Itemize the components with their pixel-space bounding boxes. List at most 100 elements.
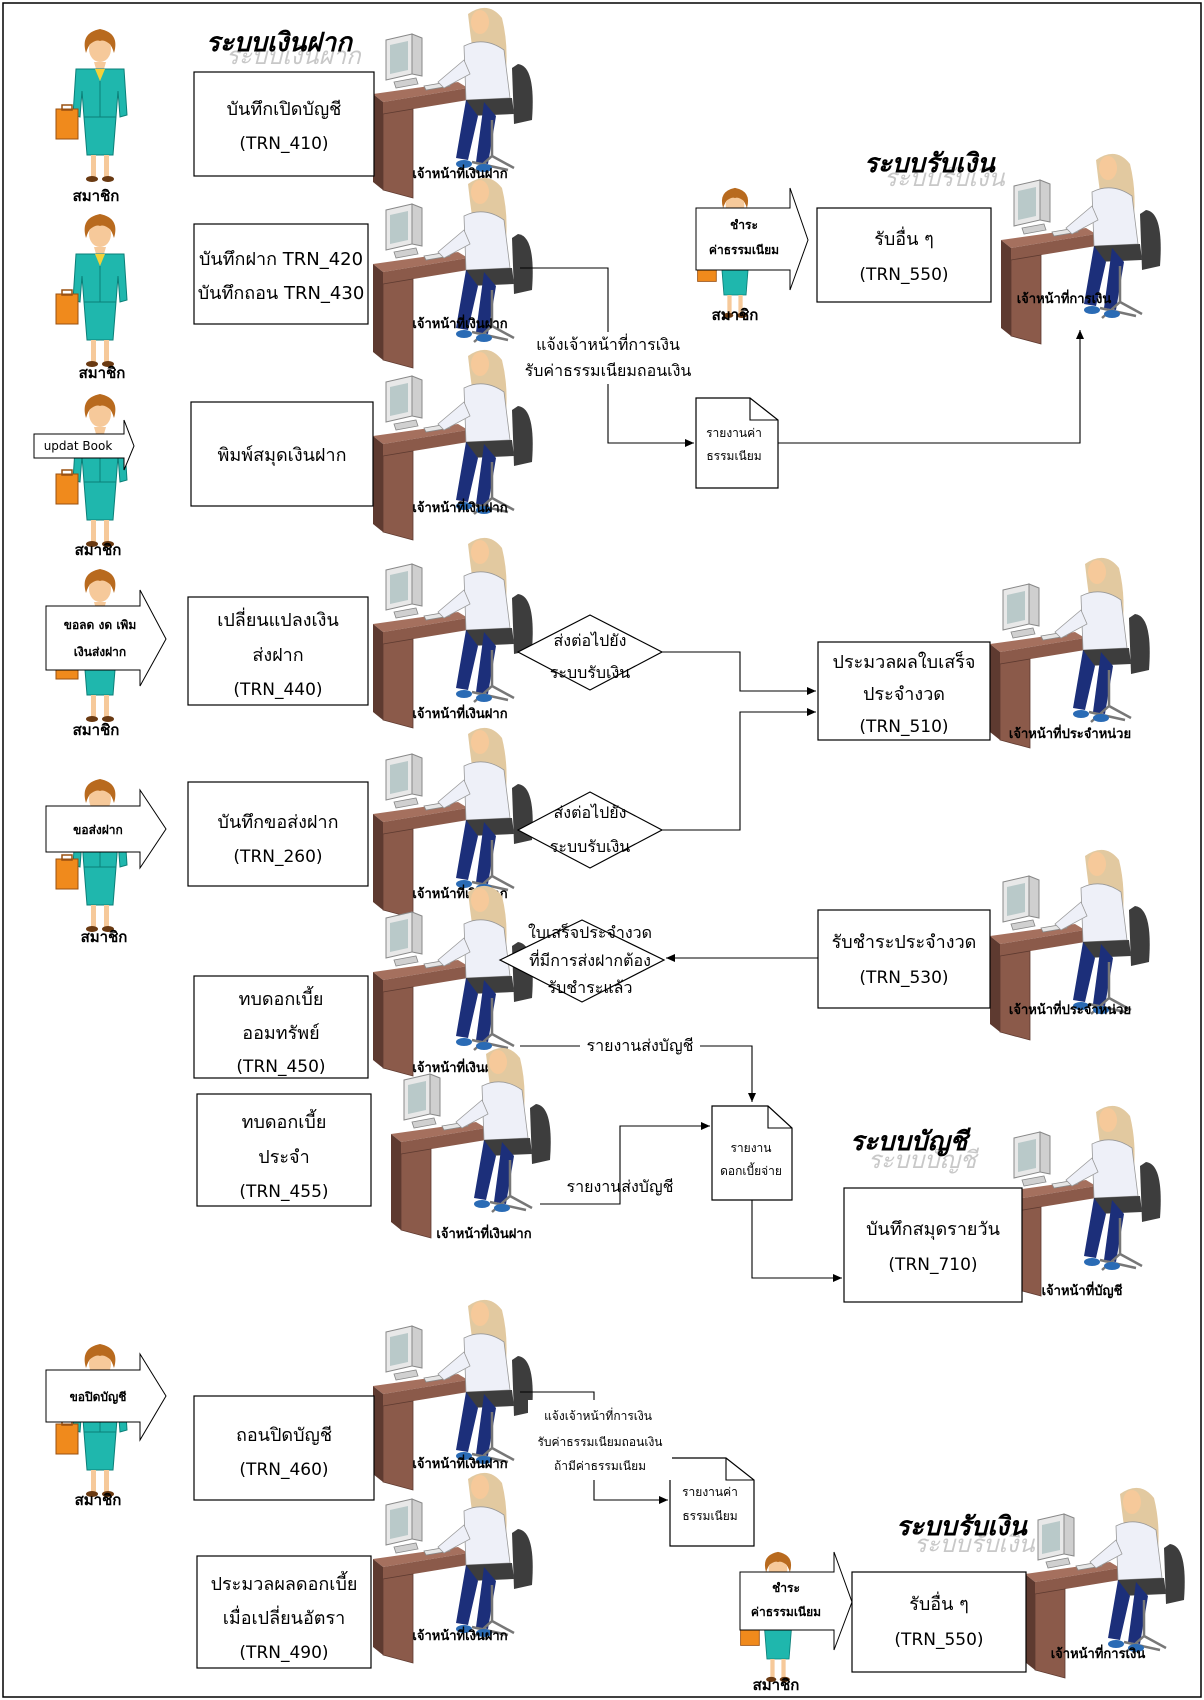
member-label-5: สมาชิก: [81, 928, 128, 946]
finance-officer-label-2: เจ้าหน้าที่การเงิน: [1051, 1644, 1146, 1662]
member-label-8: สมาชิก: [753, 1676, 800, 1694]
title-receive-system-1: ระบบรับเงิน: [864, 149, 996, 179]
member-label-3: สมาชิก: [75, 541, 122, 559]
svg-text:รับค่าธรรมเนียมถอนเงิน: รับค่าธรรมเนียมถอนเงิน: [537, 1435, 662, 1449]
svg-text:(TRN_550): (TRN_550): [894, 1630, 983, 1650]
member-figure-5: [55, 778, 128, 933]
svg-text:(TRN_530): (TRN_530): [859, 968, 948, 988]
svg-text:ถอนปิดบัญชี: ถอนปิดบัญชี: [236, 1425, 332, 1446]
pay-fee-arrow-1: ชำระ ค่าธรรมเนียม: [695, 187, 809, 291]
svg-text:updat Book: updat Book: [44, 439, 113, 453]
officer-label-1: เจ้าหน้าที่เงินฝาก: [412, 164, 507, 182]
svg-text:รายงานค่า: รายงานค่า: [706, 426, 762, 440]
svg-text:เปลี่ยนแปลงเงิน: เปลี่ยนแปลงเงิน: [217, 607, 339, 631]
svg-text:(TRN_550): (TRN_550): [859, 265, 948, 285]
connector-report-accounting-2: รายงานส่งบัญชี: [540, 1122, 710, 1205]
box-monthly-receipt: ประมวลผลใบเสร็จ ประจำงวด (TRN_510): [817, 641, 991, 741]
connector-fee-notify: แจ้งเจ้าหน้าที่การเงิน รับค่าธรรมเนียมถอ…: [520, 267, 696, 447]
connector-report-accounting-1: รายงานส่งบัญชี: [520, 1034, 756, 1102]
change-deposit-arrow: ขอลด งด เพิม เงินส่งฝาก: [45, 589, 167, 687]
unit-officer-label-2: เจ้าหน้าที่ประจำหน่วย: [1009, 1000, 1131, 1018]
officer-label-6: เจ้าหน้าที่เงินฝาก: [412, 1058, 507, 1076]
svg-text:ทบดอกเบี้ย: ทบดอกเบี้ย: [242, 1109, 327, 1133]
diamond-forward-2: ส่งต่อไปยัง ระบบรับเงิน: [516, 791, 664, 869]
box-close-account: ถอนปิดบัญชี (TRN_460): [193, 1395, 375, 1501]
svg-text:บันทึกเปิดบัญชี: บันทึกเปิดบัญชี: [227, 99, 342, 120]
member-label-7: สมาชิก: [712, 306, 759, 324]
svg-text:รายงาน: รายงาน: [730, 1141, 771, 1155]
box-change-amount: เปลี่ยนแปลงเงิน ส่งฝาก (TRN_440): [187, 596, 369, 706]
connector-report-to-journal: [751, 1200, 842, 1282]
officer-label-7: เจ้าหน้าที่เงินฝาก: [436, 1224, 531, 1242]
connector-forward-1: [662, 651, 816, 695]
svg-text:ประมวลผลใบเสร็จ: ประมวลผลใบเสร็จ: [833, 650, 976, 673]
box-rate-change: ประมวลผลดอกเบี้ย เมื่อเปลี่ยนอัตรา (TRN_…: [196, 1555, 372, 1669]
officer-label-4: เจ้าหน้าที่เงินฝาก: [412, 704, 507, 722]
member-figure-3: [55, 393, 128, 548]
svg-text:(TRN_490): (TRN_490): [239, 1643, 328, 1663]
svg-text:(TRN_410): (TRN_410): [239, 134, 328, 154]
box-print-book: พิมพ์สมุดเงินฝาก: [190, 401, 374, 507]
svg-text:ขอส่งฝาก: ขอส่งฝาก: [73, 823, 123, 837]
svg-text:รับชำระแล้ว: รับชำระแล้ว: [548, 978, 633, 997]
svg-text:ธรรมเนียม: ธรรมเนียม: [706, 449, 761, 463]
title-accounting-system-shadow: ระบบบัญชี: [868, 1146, 979, 1174]
svg-text:บันทึกฝาก TRN_420: บันทึกฝาก TRN_420: [199, 249, 363, 270]
document-fee-report-2: รายงานค่า ธรรมเนียม: [669, 1457, 755, 1547]
svg-text:แจ้งเจ้าหน้าที่การเงิน: แจ้งเจ้าหน้าที่การเงิน: [536, 333, 680, 354]
svg-text:รับอื่น ๆ: รับอื่น ๆ: [909, 1591, 969, 1615]
svg-text:(TRN_460): (TRN_460): [239, 1460, 328, 1480]
svg-text:รายงานส่งบัญชี: รายงานส่งบัญชี: [567, 1177, 674, 1196]
unit-officer-label-1: เจ้าหน้าที่ประจำหน่วย: [1009, 724, 1131, 742]
box-daily-journal: บันทึกสมุดรายวัน (TRN_710): [843, 1187, 1023, 1303]
diamond-forward-1: ส่งต่อไปยัง ระบบรับเงิน: [516, 614, 664, 691]
svg-text:ทบดอกเบี้ย: ทบดอกเบี้ย: [239, 986, 324, 1010]
member-label-6: สมาชิก: [75, 1491, 122, 1509]
connector-fee-to-finance: [778, 330, 1084, 444]
officer-label-2: เจ้าหน้าที่เงินฝาก: [412, 314, 507, 332]
svg-text:(TRN_710): (TRN_710): [888, 1255, 977, 1275]
pay-fee-arrow-2: ชำระ ค่าธรรมเนียม: [739, 1551, 853, 1651]
svg-text:ส่งฝาก: ส่งฝาก: [252, 645, 303, 666]
box-other-receipt-1: รับอื่น ๆ (TRN_550): [816, 207, 992, 303]
box-deposit-withdraw: บันทึกฝาก TRN_420 บันทึกถอน TRN_430: [193, 223, 369, 325]
document-fee-report-1: รายงานค่า ธรรมเนียม: [695, 397, 779, 489]
document-interest-report: รายงาน ดอกเบี้ยจ่าย: [711, 1105, 793, 1201]
diamond-receipt-paid: ใบเสร็จประจำงวด ที่มีการส่งฝากต้อง รับชำ…: [498, 919, 666, 1003]
accounting-officer-label: เจ้าหน้าที่บัญชี: [1042, 1281, 1123, 1299]
title-receive-system-2-shadow: ระบบรับเงิน: [914, 1530, 1035, 1558]
svg-text:พิมพ์สมุดเงินฝาก: พิมพ์สมุดเงินฝาก: [218, 445, 347, 466]
finance-officer-figure-1: [999, 152, 1162, 346]
connector-close-fee: แจ้งเจ้าหน้าที่การเงิน รับค่าธรรมเนียมถอ…: [520, 1391, 672, 1504]
accounting-officer-figure: [999, 1104, 1162, 1298]
svg-text:ใบเสร็จประจำงวด: ใบเสร็จประจำงวด: [528, 922, 652, 942]
svg-text:ออมทรัพย์: ออมทรัพย์: [242, 1023, 319, 1044]
svg-text:ส่งต่อไปยัง: ส่งต่อไปยัง: [554, 803, 627, 822]
svg-text:ค่าธรรมเนียม: ค่าธรรมเนียม: [751, 1605, 821, 1619]
title-accounting-system: ระบบบัญชี: [850, 1127, 971, 1157]
unit-officer-figure-1: [988, 556, 1151, 750]
svg-text:(TRN_455): (TRN_455): [239, 1182, 328, 1202]
svg-text:ประจำ: ประจำ: [258, 1147, 309, 1168]
svg-text:ประจำงวด: ประจำงวด: [863, 684, 945, 705]
svg-text:ขอปิดบัญชี: ขอปิดบัญชี: [70, 1390, 127, 1404]
svg-text:ระบบรับเงิน: ระบบรับเงิน: [550, 663, 631, 682]
svg-text:ส่งต่อไปยัง: ส่งต่อไปยัง: [554, 631, 627, 650]
title-receive-system-1-shadow: ระบบรับเงิน: [884, 164, 1005, 192]
svg-text:(TRN_450): (TRN_450): [236, 1057, 325, 1077]
svg-text:ระบบรับเงิน: ระบบรับเงิน: [550, 837, 631, 856]
officer-figure-2: [371, 176, 534, 370]
svg-text:ค่าธรรมเนียม: ค่าธรรมเนียม: [709, 243, 779, 257]
svg-text:บันทึกสมุดรายวัน: บันทึกสมุดรายวัน: [866, 1219, 1000, 1240]
officer-figure-4: [371, 536, 534, 730]
connector-forward-2: [662, 708, 816, 831]
box-savings-interest: ทบดอกเบี้ย ออมทรัพย์ (TRN_450): [193, 975, 369, 1079]
member-label-2: สมาชิก: [79, 364, 126, 382]
member-figure-2: [55, 213, 128, 368]
svg-text:ธรรมเนียม: ธรรมเนียม: [682, 1509, 737, 1523]
member-label-1: สมาชิก: [73, 187, 120, 205]
officer-label-9: เจ้าหน้าที่เงินฝาก: [412, 1626, 507, 1644]
svg-text:(TRN_260): (TRN_260): [233, 847, 322, 867]
